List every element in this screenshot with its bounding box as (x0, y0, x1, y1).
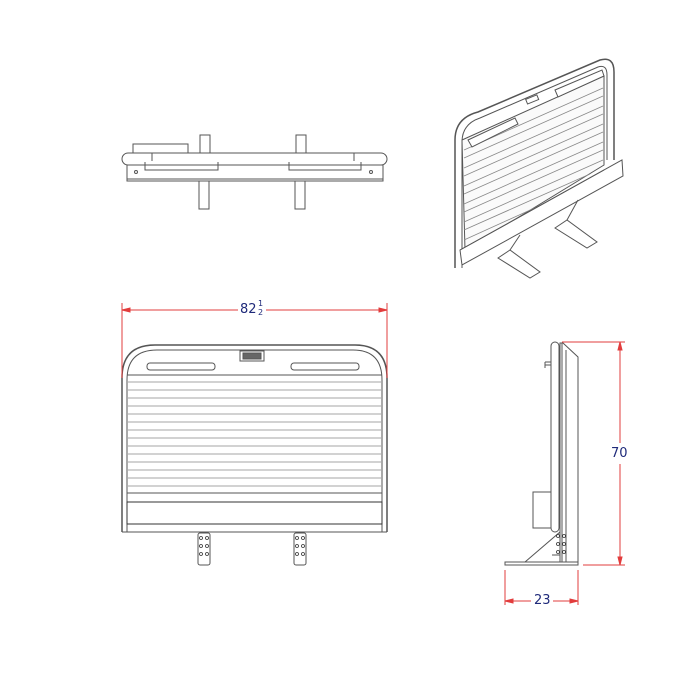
width-dimension-label: 82 (240, 302, 257, 317)
front-view (121, 344, 388, 566)
width-fraction-denominator: 2 (258, 308, 264, 317)
width-fraction-numerator: 1 (258, 299, 264, 308)
height-dimension (562, 341, 625, 566)
isometric-view (454, 58, 624, 279)
depth-dimension (504, 570, 579, 605)
height-dimension-label: 70 (611, 446, 628, 461)
depth-dimension-label: 23 (534, 593, 551, 608)
top-view (121, 134, 388, 210)
width-whole: 82 (240, 302, 257, 317)
width-dimension (121, 303, 388, 378)
side-view (504, 341, 579, 566)
